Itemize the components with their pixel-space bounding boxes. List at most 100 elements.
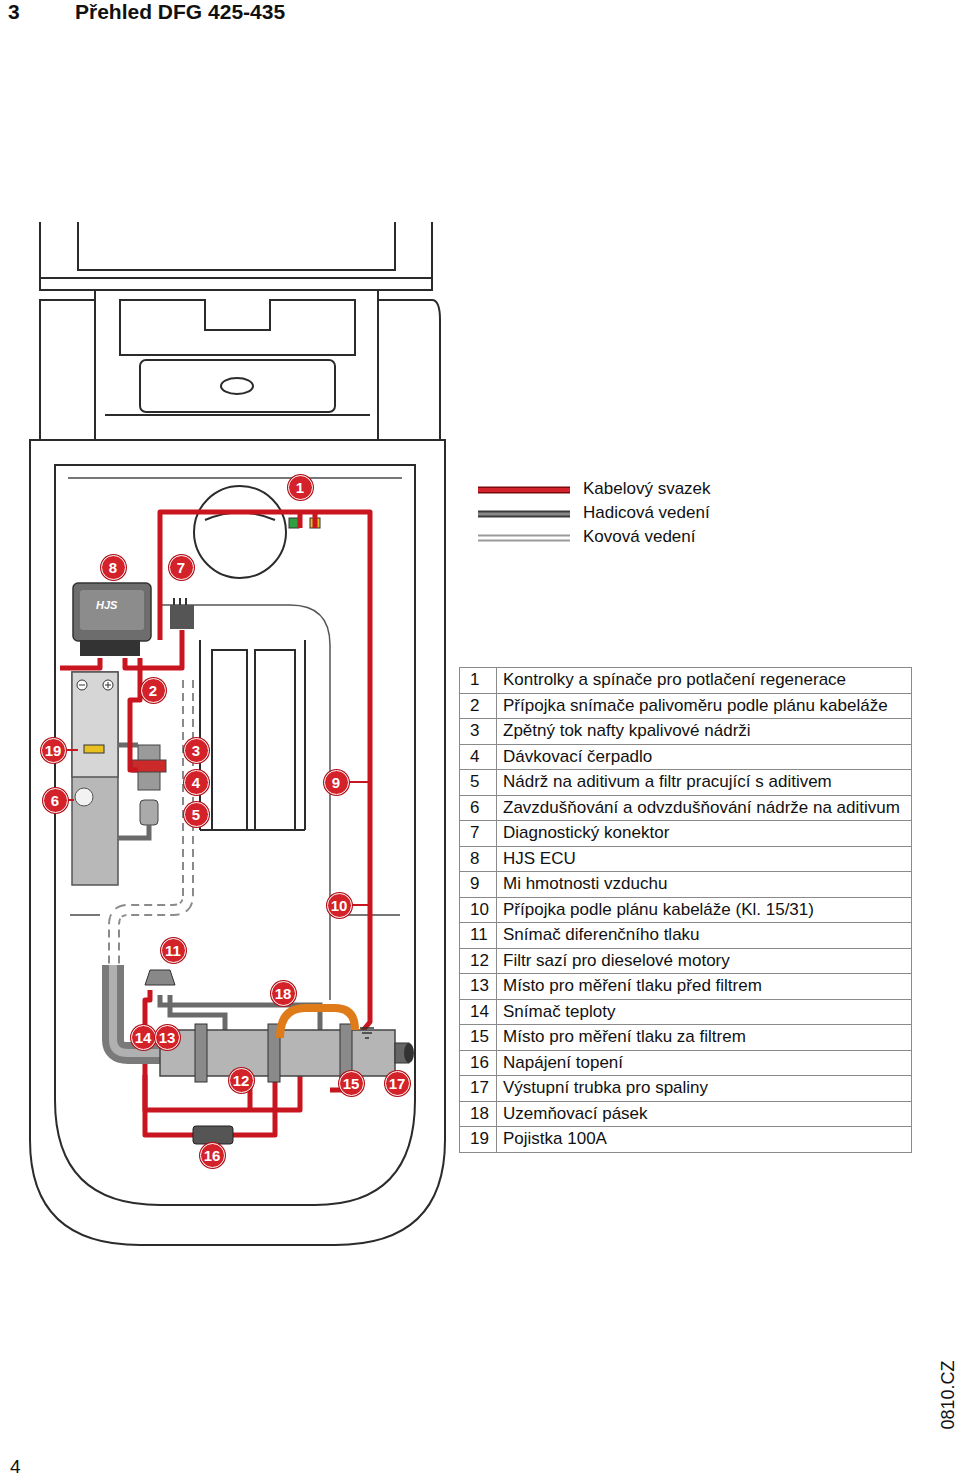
- callout-number: 3: [184, 738, 209, 763]
- table-number: 14: [460, 1000, 497, 1026]
- callout-number: 10: [327, 893, 352, 918]
- table-description: Filtr sazí pro dieselové motory: [497, 949, 912, 975]
- table-description: Kontrolky a spínače pro potlačení regene…: [497, 668, 912, 694]
- diagnostic-connector: [170, 598, 194, 629]
- heater-connector: [193, 1126, 233, 1144]
- callout-text: 2: [149, 683, 157, 698]
- callout-text: 4: [192, 775, 200, 790]
- callout-number: 9: [324, 770, 349, 795]
- table-number: 5: [460, 770, 497, 796]
- table-number: 6: [460, 796, 497, 822]
- dosing-pump: [132, 745, 166, 825]
- table-description: Místo pro měření tlaku za filtrem: [497, 1025, 912, 1051]
- table-number: 3: [460, 719, 497, 745]
- table-description: Zpětný tok nafty kpalivové nádrži: [497, 719, 912, 745]
- callout-text: 7: [177, 560, 185, 575]
- legend-table: 1Kontrolky a spínače pro potlačení regen…: [459, 667, 912, 1153]
- table-description: Napájení topení: [497, 1051, 912, 1077]
- callout-number: 12: [229, 1068, 254, 1093]
- table-number: 19: [460, 1127, 497, 1153]
- callout-text: 8: [109, 560, 117, 575]
- table-description: Přípojka snímače palivoměru podle plánu …: [497, 694, 912, 720]
- table-number: 15: [460, 1025, 497, 1051]
- page-footer: 0810.CZ: [937, 1360, 959, 1429]
- callout-number: 4: [184, 770, 209, 795]
- table-number: 9: [460, 872, 497, 898]
- callout-text: 18: [275, 986, 292, 1001]
- soot-filter: [160, 1024, 414, 1082]
- callout-text: 10: [331, 898, 348, 913]
- callout-text: 16: [204, 1148, 221, 1163]
- additive-tank: [72, 672, 118, 885]
- callout-text: 5: [192, 807, 200, 822]
- callout-text: 12: [233, 1073, 250, 1088]
- logo-text: HJS: [96, 599, 117, 612]
- table-number: 1: [460, 668, 497, 694]
- table-description: Diagnostický konektor: [497, 821, 912, 847]
- table-description: Snímač teploty: [497, 1000, 912, 1026]
- table-description: Snímač diferenčního tlaku: [497, 923, 912, 949]
- callout-number: 15: [339, 1071, 364, 1096]
- table-number: 13: [460, 974, 497, 1000]
- pressure-sensor: [145, 970, 175, 985]
- callout-number: 11: [161, 938, 186, 963]
- table-number: 4: [460, 745, 497, 771]
- callout-number: 17: [385, 1071, 410, 1096]
- legend-text: Kabelový svazek: [583, 479, 711, 499]
- table-number: 7: [460, 821, 497, 847]
- ground-strap: [280, 1008, 355, 1038]
- callout-number: 18: [271, 981, 296, 1006]
- callout-number: 1: [288, 475, 313, 500]
- callout-text: 13: [159, 1030, 176, 1045]
- callout-number: 13: [155, 1025, 180, 1050]
- table-number: 16: [460, 1051, 497, 1077]
- table-description: Mi hmotnosti vzduchu: [497, 872, 912, 898]
- table-description: Pojistka 100A: [497, 1127, 912, 1153]
- page-title: Přehled DFG 425-435: [75, 0, 285, 24]
- leader-line: [67, 750, 368, 905]
- callout-number: 2: [141, 678, 166, 703]
- table-description: HJS ECU: [497, 847, 912, 873]
- table-description: Výstupní trubka pro spaliny: [497, 1076, 912, 1102]
- ecu-box: [73, 583, 151, 656]
- table-number: 2: [460, 694, 497, 720]
- table-description: Dávkovací čerpadlo: [497, 745, 912, 771]
- callout-text: 1: [296, 480, 304, 495]
- callout-number: 6: [43, 788, 68, 813]
- table-number: 8: [460, 847, 497, 873]
- table-description: Uzemňovací pásek: [497, 1102, 912, 1128]
- table-number: 10: [460, 898, 497, 924]
- page-footer: 4: [10, 1455, 21, 1477]
- table-number: 17: [460, 1076, 497, 1102]
- callout-number: 16: [200, 1143, 225, 1168]
- callout-number: 14: [131, 1025, 156, 1050]
- callout-number: 19: [41, 738, 66, 763]
- table-description: Nádrž na aditivum a filtr pracující s ad…: [497, 770, 912, 796]
- callout-text: 19: [45, 743, 62, 758]
- page-title: 3: [8, 0, 20, 24]
- callout-text: 17: [389, 1076, 406, 1091]
- callout-text: 14: [135, 1030, 152, 1045]
- legend-text: Hadicová vedení: [583, 503, 710, 523]
- callout-text: 9: [332, 775, 340, 790]
- table-number: 12: [460, 949, 497, 975]
- table-description: Zavzdušňování a odvzdušňování nádrže na …: [497, 796, 912, 822]
- callout-text: 15: [343, 1076, 360, 1091]
- callout-number: 5: [184, 802, 209, 827]
- ground-symbol: [360, 1028, 374, 1038]
- table-description: Místo pro měření tlaku před filtrem: [497, 974, 912, 1000]
- table-number: 11: [460, 923, 497, 949]
- table-number: 18: [460, 1102, 497, 1128]
- table-description: Přípojka podle plánu kabeláže (Kl. 15/31…: [497, 898, 912, 924]
- callout-text: 3: [192, 743, 200, 758]
- legend-sample: [478, 490, 570, 538]
- legend-text: Kovová vedení: [583, 527, 695, 547]
- metal-line: [114, 680, 188, 965]
- callout-number: 8: [101, 555, 126, 580]
- callout-number: 7: [169, 555, 194, 580]
- vehicle-outline: [30, 222, 445, 1245]
- callout-text: 11: [165, 943, 181, 958]
- callout-text: 6: [51, 793, 59, 808]
